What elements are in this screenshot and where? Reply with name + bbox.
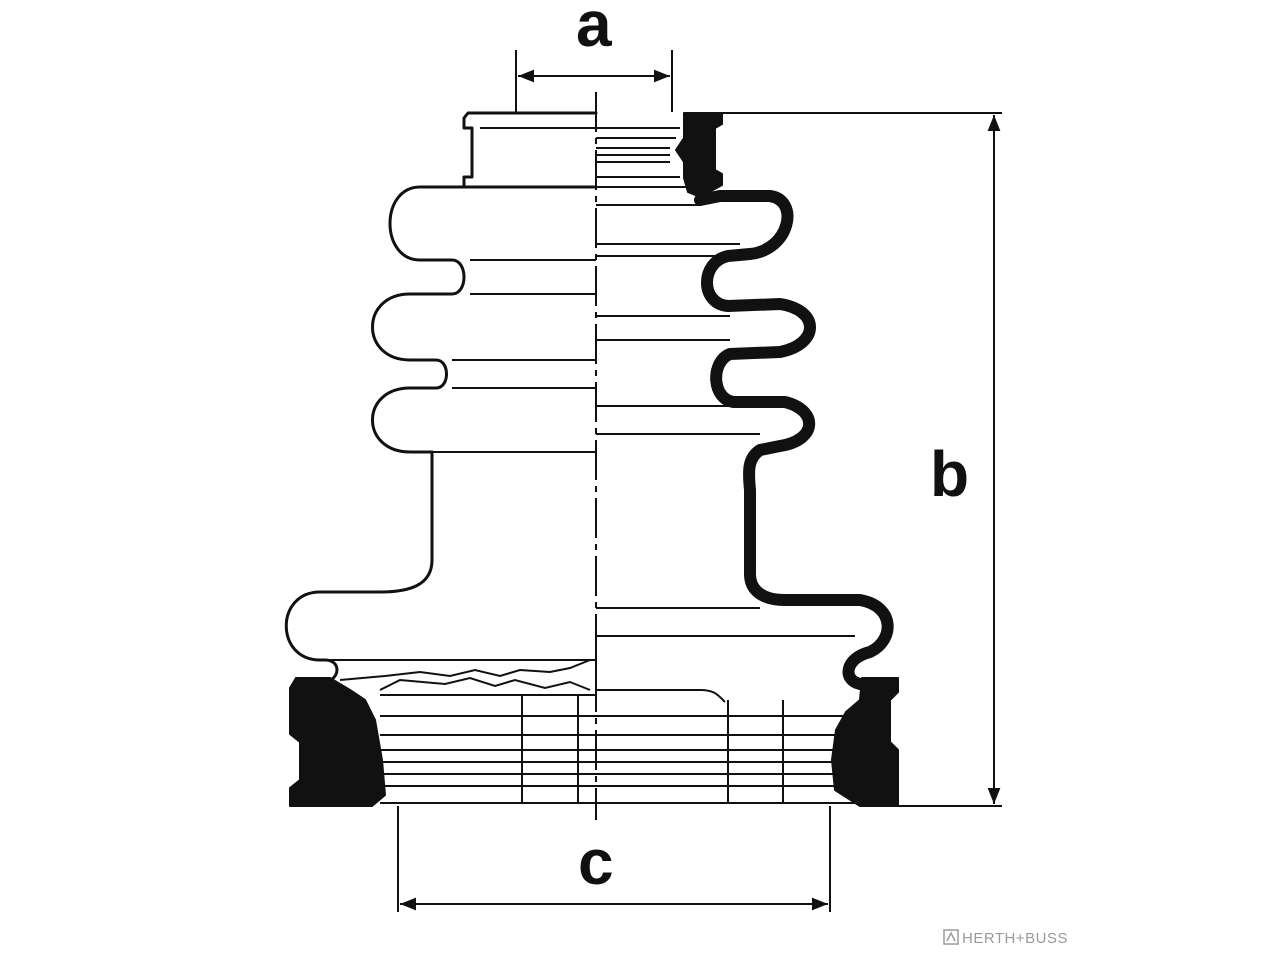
brand-name: HERTH+BUSS <box>962 930 1068 947</box>
dimension-label-c: c <box>578 826 614 898</box>
boot-left-half-outline <box>284 111 598 807</box>
brand-logo: HERTH+BUSS <box>943 929 1068 947</box>
dimension-label-a: a <box>576 0 612 60</box>
brand-logo-icon <box>943 929 959 945</box>
dimension-label-b: b <box>930 438 969 510</box>
boot-right-half-section <box>595 112 899 807</box>
dimension-a <box>515 50 673 112</box>
dimension-c <box>397 806 831 912</box>
dimension-b <box>722 112 1002 807</box>
